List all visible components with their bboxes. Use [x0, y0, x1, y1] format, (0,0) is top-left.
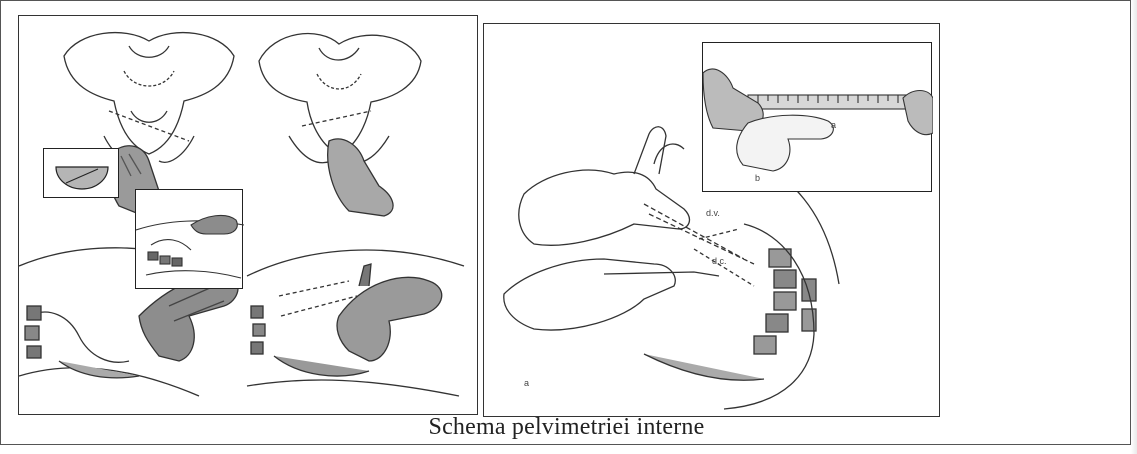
figure-caption: Schema pelvimetriei interne: [1, 414, 1132, 441]
label-a: a: [524, 378, 529, 388]
gloved-hand-2: [328, 139, 393, 216]
left-illustrations: [19, 16, 478, 415]
figure-frame: d.v. d.c. a a b Schema pelvimetriei inte…: [0, 0, 1131, 445]
label-dc: d.c.: [712, 256, 727, 266]
semicircle-inset: [43, 148, 119, 198]
scan-edge: [1131, 0, 1137, 454]
label-b: b: [755, 173, 760, 183]
label-dv: d.v.: [706, 208, 720, 218]
side-exam-inset: [135, 189, 243, 289]
pelvis-drawing-1: [64, 33, 234, 163]
left-illustration-panel: [18, 15, 478, 415]
label-inset-marker: a: [831, 120, 836, 130]
measurement-inset: a b: [702, 42, 932, 192]
lateral-exam-2: [247, 250, 464, 396]
right-illustration-panel: d.v. d.c. a a b: [483, 23, 940, 417]
